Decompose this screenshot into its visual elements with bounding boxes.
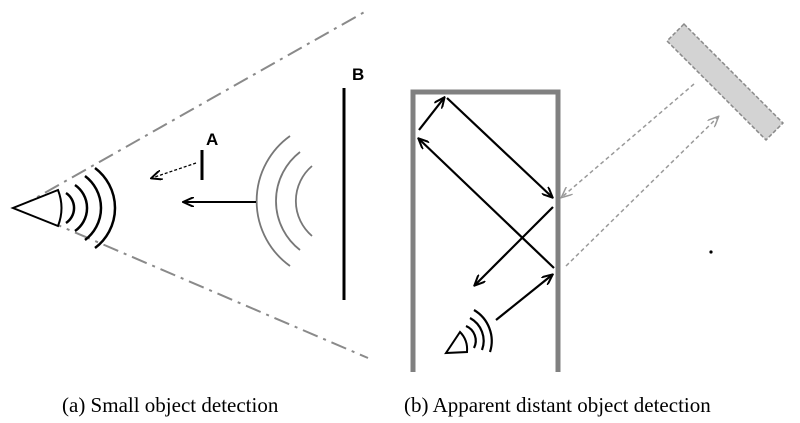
panel-a: A B [10,9,369,359]
sensor-icon [10,188,63,228]
panel-b [410,22,785,372]
ray-corner-short [418,98,444,131]
ray-top-to-right [446,97,552,197]
fov-upper-line [17,9,369,209]
dot-mark [709,250,713,254]
caption-a: (a) Small object detection [62,393,279,417]
reflection-arrow-a [152,162,197,178]
apparent-path-return [562,83,695,197]
sensor-icon-b [444,330,469,355]
label-b: B [352,65,364,84]
label-a: A [206,130,218,149]
apparent-path-outgoing [565,117,718,267]
ray-diagonal-up-left [419,139,555,269]
distant-object [665,22,785,142]
ray-sensor-to-wall [495,275,552,321]
reflected-wave-icon [255,135,313,267]
sensor-wave-icon [65,167,117,249]
fov-lower-line [17,207,369,359]
ray-return-to-sensor [475,206,554,285]
sensor-wave-icon-b [465,309,493,353]
room-walls [410,89,561,372]
caption-b: (b) Apparent distant object detection [404,393,711,417]
